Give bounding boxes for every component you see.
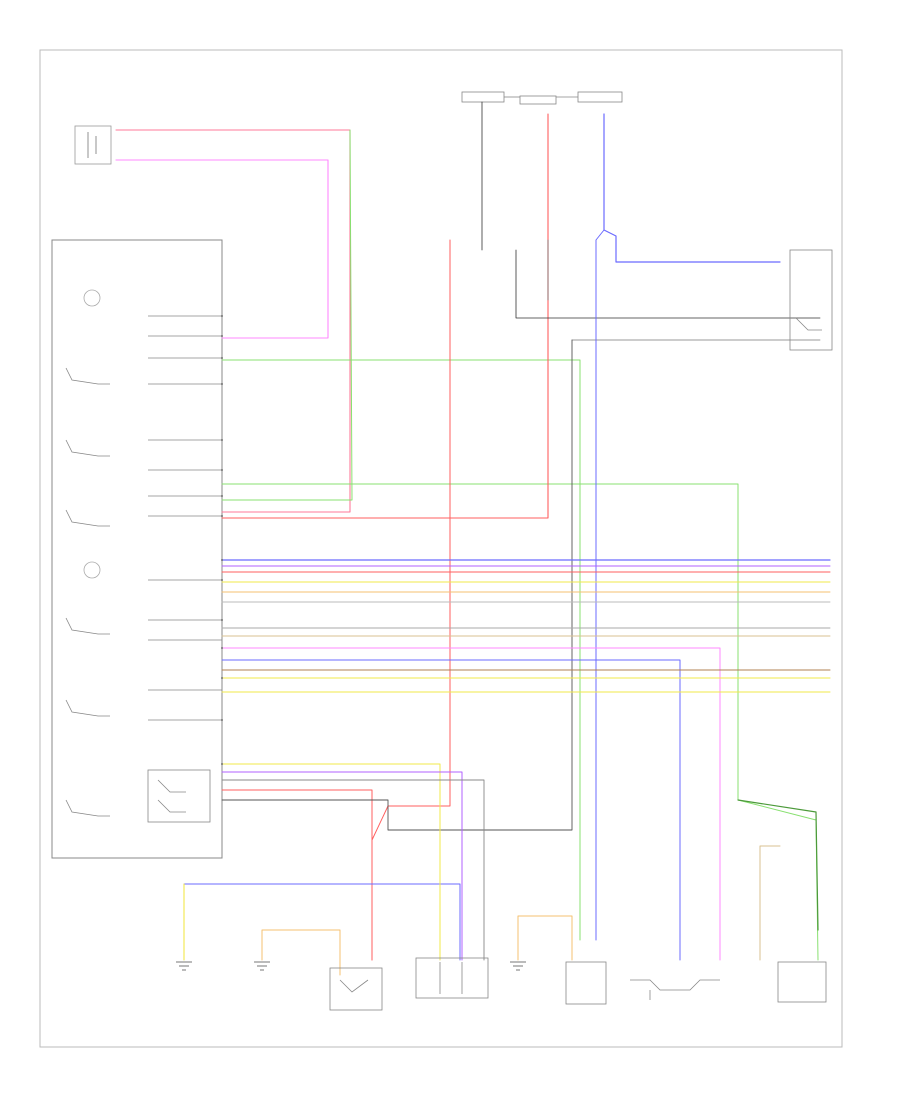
- fuse-top-left-icon: [461, 91, 505, 103]
- wire-green-pressure: [221, 359, 581, 941]
- wire-red-flap: [115, 129, 351, 513]
- sensor-1-icon: [83, 289, 101, 307]
- wire-blue-fuse: [603, 113, 781, 263]
- wire-violet-regulator: [221, 771, 463, 961]
- wire-pink-flap: [115, 159, 329, 339]
- module-pin-dots: [221, 315, 223, 765]
- wire-blue-left: [183, 883, 461, 961]
- fuse-top-right-icon: [577, 91, 623, 103]
- compressor-clutch-icon: [777, 961, 827, 1003]
- internal-traces: [148, 315, 222, 721]
- diagram-frame: [39, 49, 843, 1048]
- top-fuse-block: [461, 91, 623, 105]
- ac-control-module: [51, 239, 223, 859]
- switch-5-icon: [65, 699, 110, 717]
- blower-regulator-icon: [415, 957, 489, 999]
- wire-yellow-regulator: [221, 763, 441, 961]
- wire-tan-compressor: [759, 845, 781, 961]
- wires: [115, 101, 831, 976]
- bus-pink: [221, 647, 721, 961]
- bus-blue-2: [221, 659, 681, 961]
- ground-mid-icon: [254, 961, 270, 971]
- recirc-air-flap-component: [74, 125, 112, 165]
- wire-orange-center: [517, 915, 573, 961]
- blower-motor-icon: [329, 967, 383, 1011]
- ground-left-icon: [176, 961, 192, 971]
- switch-1-icon: [65, 367, 110, 385]
- wire-green-compressor: [221, 483, 819, 961]
- switch-6-icon: [65, 799, 110, 817]
- right-connector: [789, 249, 833, 351]
- wire-black-regulator: [221, 339, 573, 831]
- switch-4-icon: [65, 617, 110, 635]
- intake-flap-icon: [630, 979, 720, 1000]
- wire-red-blower: [371, 239, 451, 961]
- wire-blue-top: [595, 229, 605, 941]
- fuse-top-mid-icon: [519, 95, 557, 105]
- sensor-2-icon: [83, 561, 101, 579]
- switch-3-icon: [65, 509, 110, 527]
- wire-darkgreen-compressor: [737, 799, 819, 931]
- wire-red-regulator: [221, 789, 373, 961]
- wire-red-fuse: [221, 113, 549, 519]
- wire-gray-regulator: [221, 779, 485, 961]
- ground-center-icon: [510, 961, 526, 971]
- wire-green-flap: [221, 129, 353, 501]
- switch-2-icon: [65, 439, 110, 457]
- pressure-sensor-icon: [565, 961, 607, 1005]
- wire-orange-sensor: [261, 929, 341, 976]
- wire-black-sensor-right: [515, 249, 821, 319]
- relay-switch-icon: [147, 769, 211, 823]
